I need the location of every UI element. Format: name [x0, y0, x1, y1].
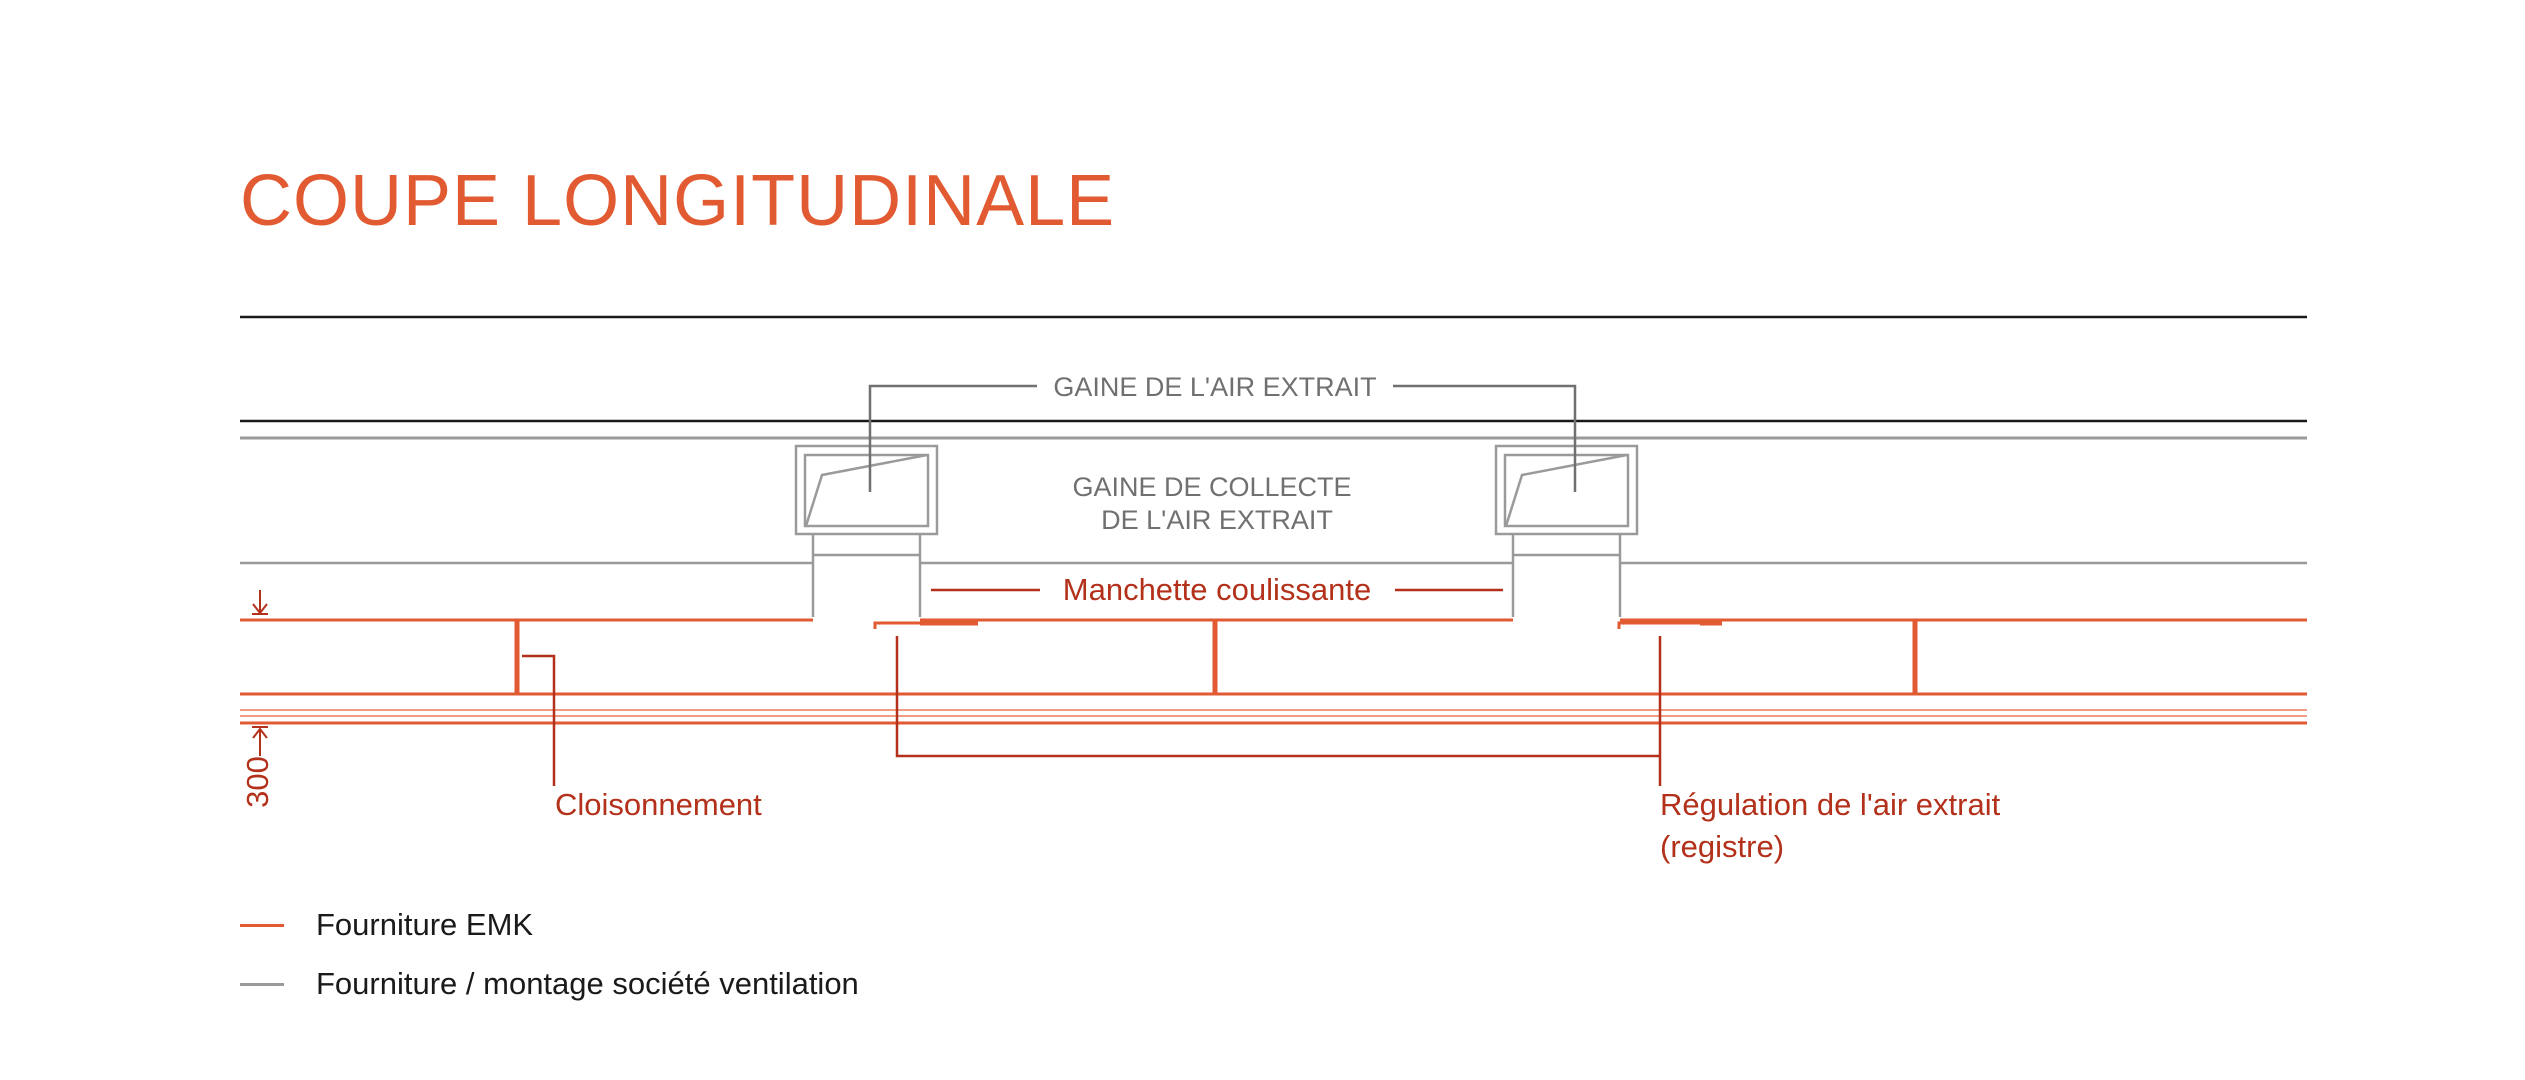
- legend-swatch-ventilation: [240, 982, 284, 986]
- leader-left: [868, 384, 1037, 492]
- partition-leader: [522, 654, 556, 786]
- collector-duct-label-line1: GAINE DE COLLECTE: [1072, 472, 1351, 502]
- collector-duct-label-line2: DE L'AIR EXTRAIT: [1101, 505, 1333, 535]
- exhaust-duct-label: GAINE DE L'AIR EXTRAIT: [1053, 372, 1376, 402]
- damper-blade: [1504, 453, 1628, 527]
- damper-housing-inner: [1503, 453, 1630, 528]
- legend-label-ventilation: Fourniture / montage société ventilation: [316, 966, 859, 1001]
- dim-arrow-bottom-head: [252, 727, 268, 739]
- sliding-sleeve-label: Manchette coulissante: [1063, 572, 1371, 607]
- legend: Fourniture EMK Fourniture / montage soci…: [240, 905, 859, 1023]
- exhaust-unit-right: [1494, 444, 1639, 617]
- exhaust-unit-left: [794, 444, 939, 617]
- damper-housing-outer: [794, 444, 939, 536]
- legend-label-emk: Fourniture EMK: [316, 907, 534, 942]
- dimension-value: 300: [240, 756, 275, 808]
- regulation-label-line2: (registre): [1660, 829, 1784, 864]
- red-callouts: [522, 588, 1662, 786]
- emk-ceiling-system: [240, 618, 2307, 725]
- exhaust-duct-callout: [868, 384, 1577, 492]
- legend-swatch-emk: [240, 923, 284, 927]
- legend-item-ventilation: Fourniture / montage société ventilation: [240, 964, 859, 1004]
- sleeve-right-mount: [1617, 621, 1722, 629]
- dimension-marker: [252, 590, 268, 756]
- regulation-leader: [895, 636, 1660, 758]
- leader-right: [1393, 384, 1577, 492]
- legend-item-emk: Fourniture EMK: [240, 905, 859, 945]
- page-title: COUPE LONGITUDINALE: [240, 161, 1116, 241]
- regulation-label-line1: Régulation de l'air extrait: [1660, 787, 2001, 822]
- partition-label: Cloisonnement: [555, 787, 762, 822]
- damper-blade: [804, 453, 928, 527]
- ceiling-slab: [240, 315, 2307, 565]
- damper-housing-outer: [1494, 444, 1639, 536]
- damper-housing-inner: [803, 453, 930, 528]
